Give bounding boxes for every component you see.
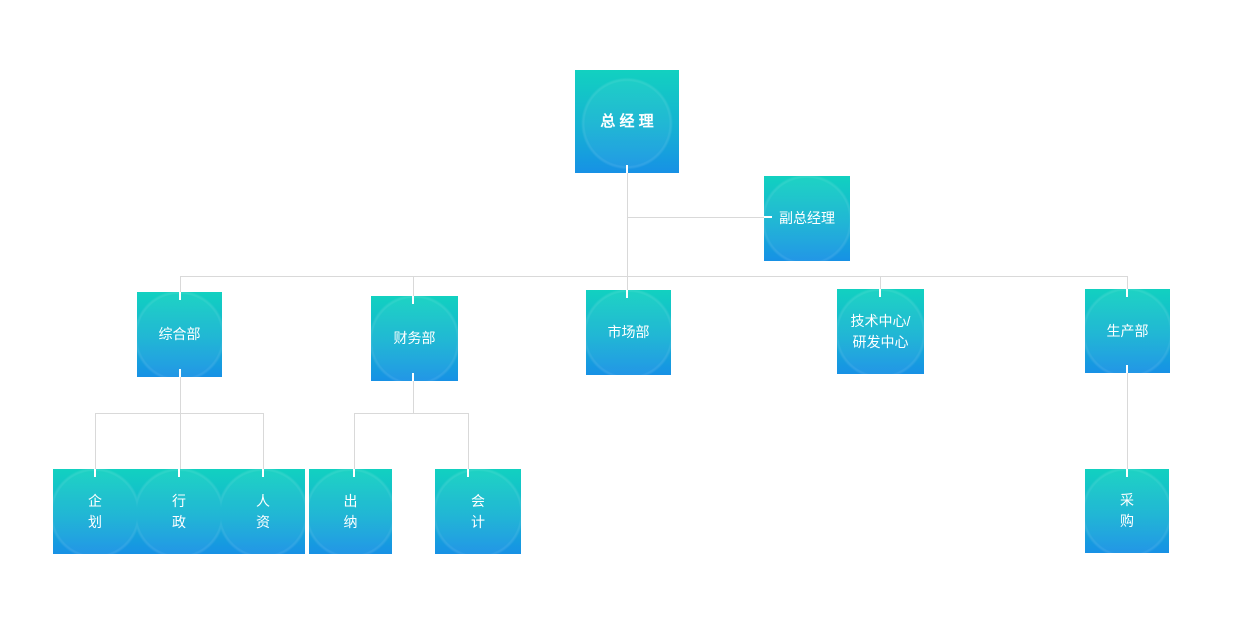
org-node-marketing-dept[interactable]: 市场部 xyxy=(586,290,671,375)
connector-junction-tick xyxy=(764,216,772,218)
connector-junction-tick xyxy=(879,289,881,297)
connector-junction-tick xyxy=(1126,365,1128,373)
connector-segment xyxy=(627,173,628,290)
connector-segment xyxy=(413,276,414,296)
connector-junction-tick xyxy=(626,290,628,298)
connector-junction-tick xyxy=(353,469,355,477)
connector-segment xyxy=(1127,373,1128,469)
connector-junction-tick xyxy=(412,296,414,304)
connector-segment xyxy=(95,413,96,469)
connector-segment xyxy=(354,413,355,469)
connector-segment xyxy=(180,377,181,469)
connector-segment xyxy=(627,217,764,218)
org-node-administration[interactable]: 行 政 xyxy=(137,469,221,554)
org-node-general-affairs-dept[interactable]: 综合部 xyxy=(137,292,222,377)
org-node-human-resources[interactable]: 人 资 xyxy=(221,469,305,554)
org-node-general-manager[interactable]: 总 经 理 xyxy=(575,70,679,173)
org-node-cashier[interactable]: 出 纳 xyxy=(309,469,392,554)
connector-junction-tick xyxy=(179,292,181,300)
connector-junction-tick xyxy=(1126,289,1128,297)
connector-junction-tick xyxy=(178,469,180,477)
connector-segment xyxy=(1127,276,1128,289)
connector-segment xyxy=(180,276,1127,277)
connector-segment xyxy=(354,413,468,414)
connector-segment xyxy=(413,381,414,413)
connector-junction-tick xyxy=(626,165,628,173)
connector-junction-tick xyxy=(412,373,414,381)
connector-junction-tick xyxy=(467,469,469,477)
connector-junction-tick xyxy=(94,469,96,477)
connector-segment xyxy=(180,276,181,292)
org-node-deputy-general-manager[interactable]: 副总经理 xyxy=(764,176,850,261)
connector-segment xyxy=(468,413,469,469)
connector-segment xyxy=(95,413,263,414)
connector-junction-tick xyxy=(1126,469,1128,477)
org-node-production-dept[interactable]: 生产部 xyxy=(1085,289,1170,373)
org-node-finance-dept[interactable]: 财务部 xyxy=(371,296,458,381)
connector-junction-tick xyxy=(262,469,264,477)
org-node-accounting[interactable]: 会 计 xyxy=(435,469,521,554)
org-node-planning[interactable]: 企 划 xyxy=(53,469,137,554)
connector-junction-tick xyxy=(179,369,181,377)
org-node-tech-rd-center[interactable]: 技术中心/ 研发中心 xyxy=(837,289,924,374)
org-node-procurement[interactable]: 采 购 xyxy=(1085,469,1169,553)
connector-segment xyxy=(880,276,881,289)
connector-segment xyxy=(263,413,264,469)
